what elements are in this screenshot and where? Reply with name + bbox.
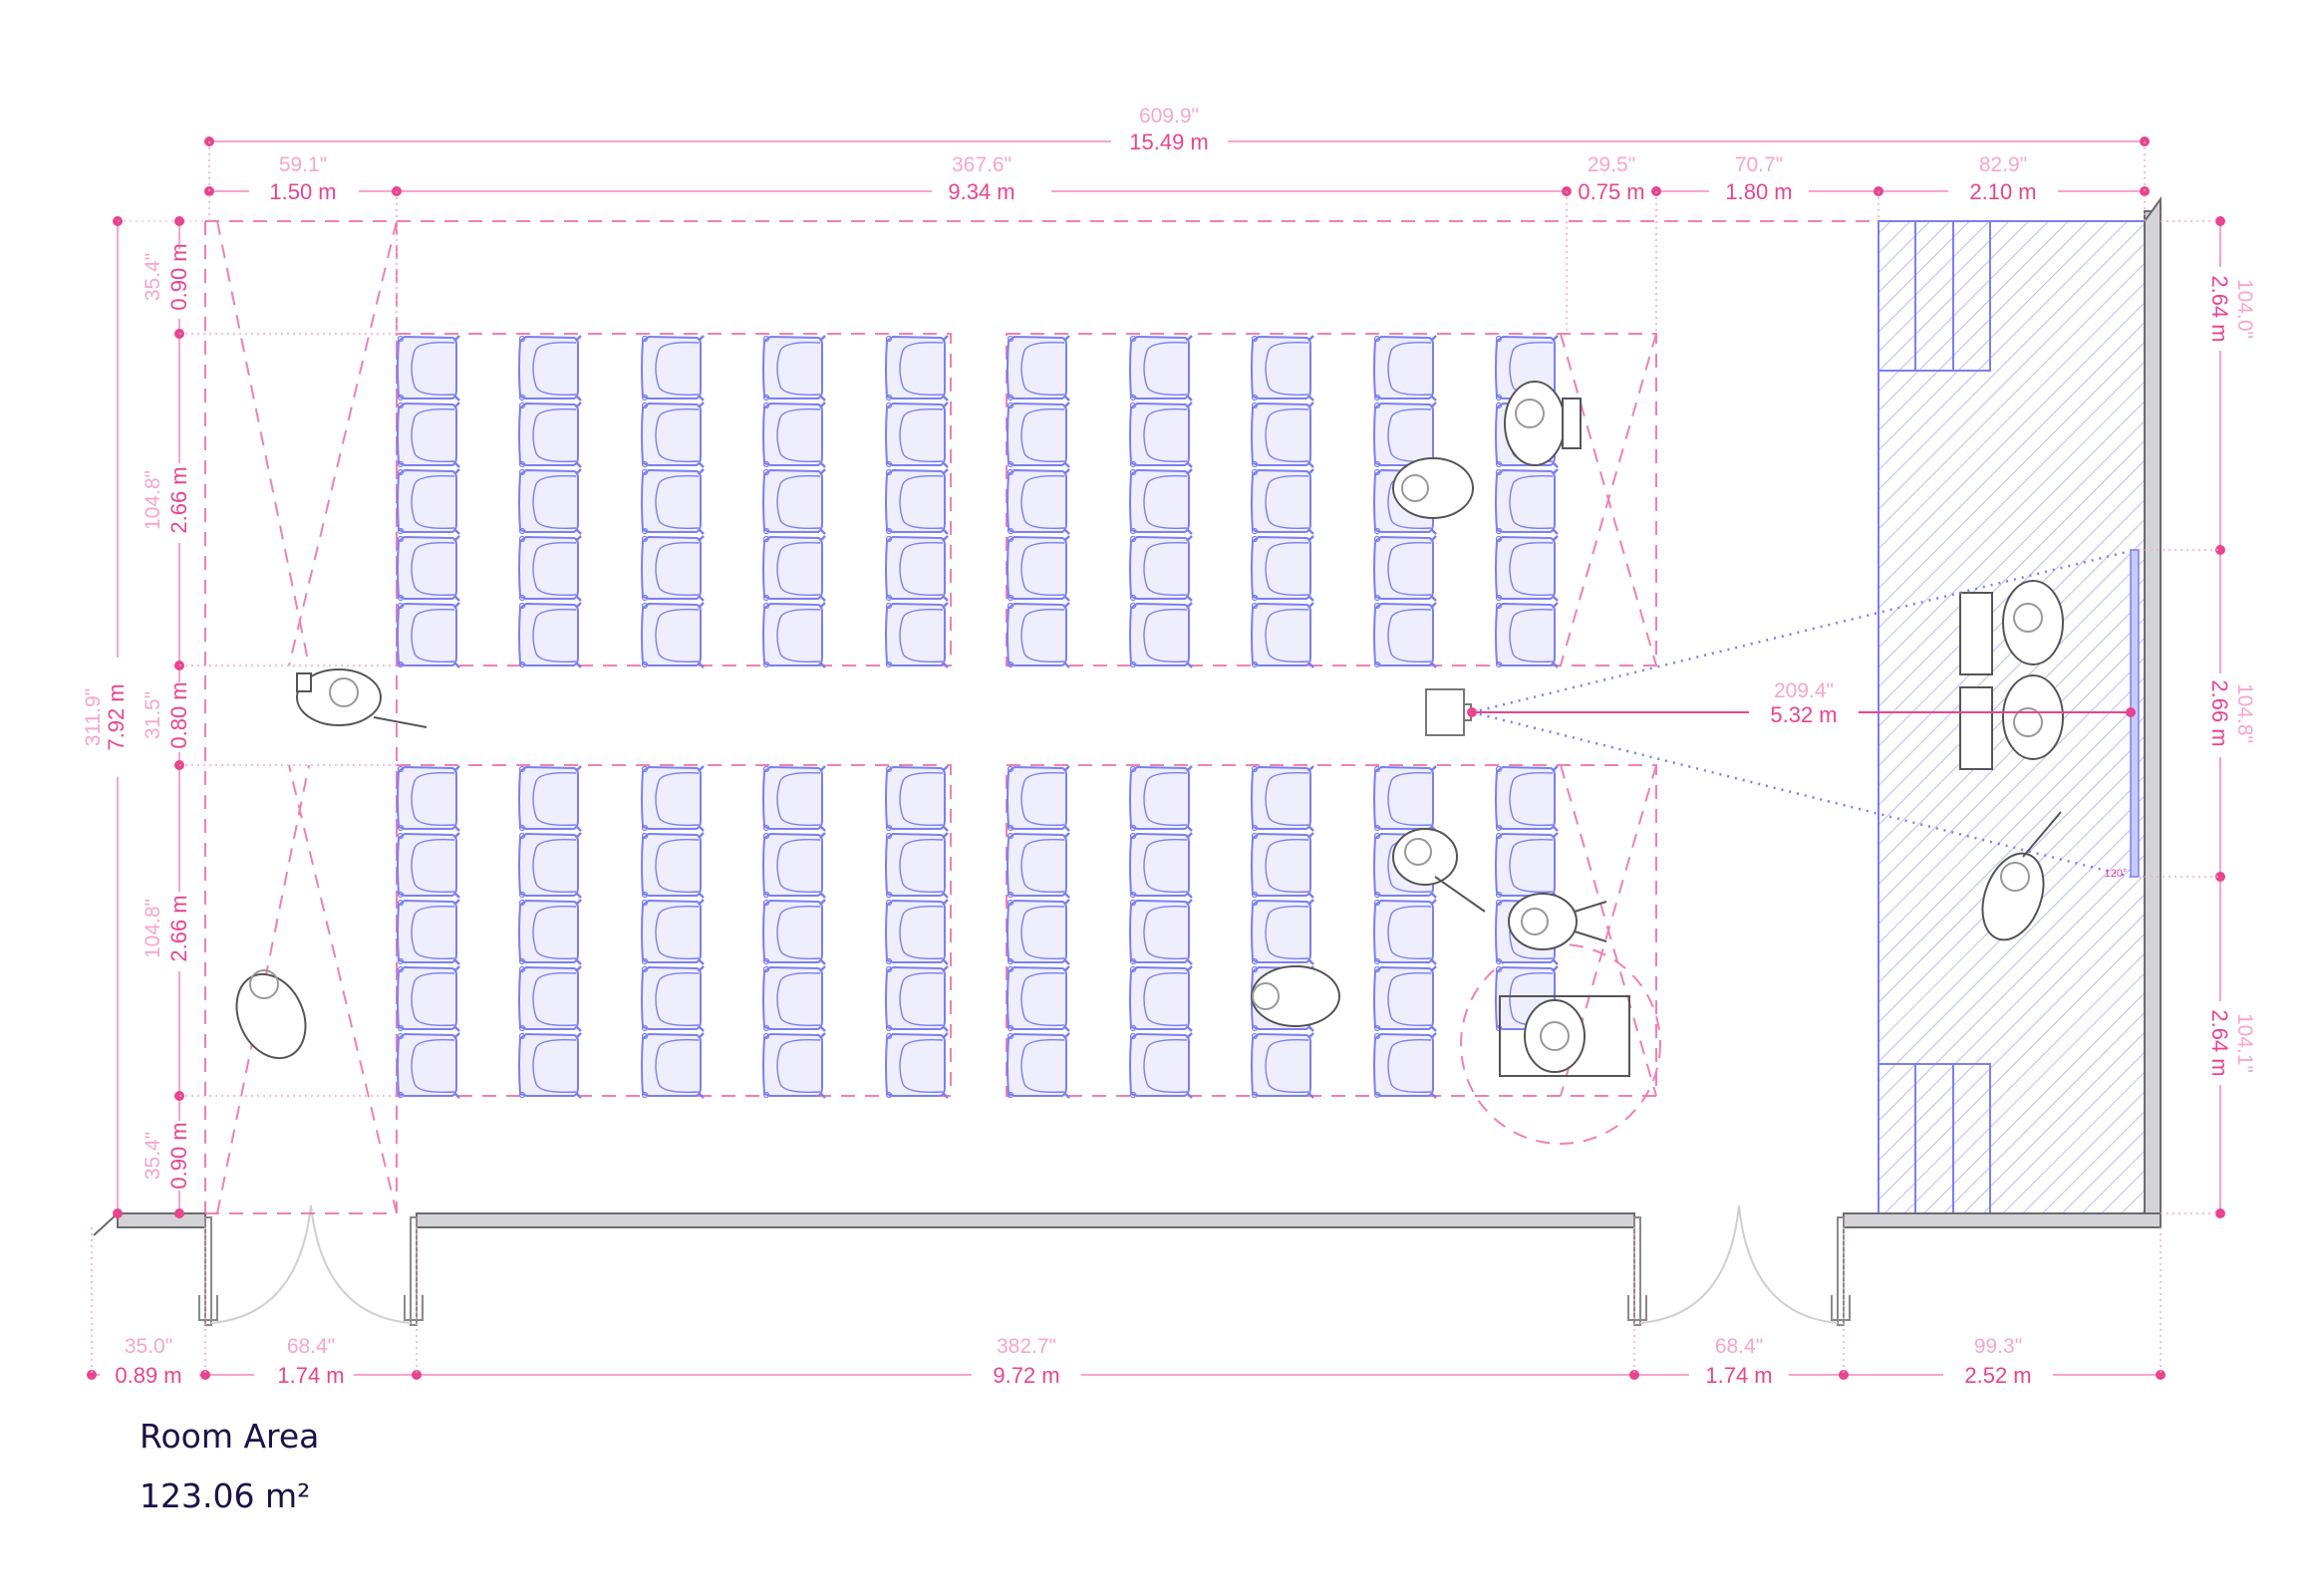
- top-seg-1-imperial: 59.1": [279, 153, 327, 176]
- top-seg-2-imperial: 367.6": [952, 153, 1012, 176]
- person-seated-crosslegged: [1508, 893, 1607, 950]
- bottom-seg-2-metric: 1.74 m: [277, 1363, 344, 1388]
- projection-angle: 120°: [2105, 868, 2128, 880]
- dimension-left-total: 311.9" 7.92 m: [82, 216, 205, 1218]
- bottom-seg-5-imperial: 99.3": [1974, 1335, 2022, 1358]
- presenter-desk-top: [1959, 580, 2064, 675]
- right-seg-3-imperial: 104.1": [2233, 1013, 2256, 1073]
- left-seg-5-metric: 0.90 m: [166, 1122, 191, 1189]
- presenter-desk-bottom: [1959, 674, 2064, 770]
- left-total-metric: 7.92 m: [104, 683, 129, 750]
- dimension-right-segments: 2.64 m 104.0" 2.66 m 104.8" 2.64 m 104.1…: [2139, 216, 2264, 1218]
- left-seg-4-imperial: 104.8": [142, 899, 164, 958]
- projection-distance-imperial: 209.4": [1774, 679, 1834, 702]
- dimension-top-segments: 59.1" 1.50 m 367.6" 9.34 m 29.5" 0.75 m …: [204, 141, 2150, 334]
- top-seg-4-metric: 1.80 m: [1725, 179, 1792, 204]
- person-wheelchair: [1499, 995, 1630, 1077]
- seating-block-top: [396, 334, 1560, 669]
- bottom-seg-1-imperial: 35.0": [125, 1335, 172, 1358]
- person-walking-left: [235, 969, 307, 1060]
- left-seg-3-metric: 0.80 m: [166, 681, 191, 748]
- top-seg-3-imperial: 29.5": [1588, 153, 1635, 176]
- right-seg-1-metric: 2.64 m: [2207, 275, 2232, 342]
- bottom-seg-1-metric: 0.89 m: [115, 1363, 181, 1388]
- people-figures: [235, 381, 2064, 1077]
- person-seated-laptop: [1504, 381, 1582, 466]
- dimension-left-segments: 35.4" 0.90 m 104.8" 2.66 m 31.5" 0.80 m …: [142, 216, 397, 1218]
- bottom-seg-4-metric: 1.74 m: [1705, 1363, 1772, 1388]
- dimension-bottom-segments: 35.0" 0.89 m 68.4" 1.74 m 382.7" 9.72 m …: [87, 1227, 2166, 1389]
- projection-distance-metric: 5.32 m: [1770, 702, 1837, 727]
- left-seg-4-metric: 2.66 m: [166, 895, 191, 961]
- top-total-imperial: 609.9": [1139, 105, 1199, 128]
- left-seg-2-metric: 2.66 m: [166, 466, 191, 533]
- right-seg-3-metric: 2.64 m: [2207, 1009, 2232, 1076]
- wheelchair-turning-circle: [1460, 943, 1661, 1145]
- right-seg-2-metric: 2.66 m: [2207, 679, 2232, 746]
- stage-steps-top: [1878, 220, 1991, 372]
- top-total-metric: 15.49 m: [1129, 130, 1209, 154]
- person-seated-reading: [1251, 965, 1340, 1027]
- door-left: [198, 1204, 424, 1326]
- left-seg-3-imperial: 31.5": [142, 691, 164, 739]
- bottom-seg-3-imperial: 382.7": [997, 1335, 1056, 1358]
- left-seg-1-imperial: 35.4": [142, 253, 164, 301]
- projector: 209.4" 5.32 m 120°: [1425, 549, 2136, 880]
- left-seg-2-imperial: 104.8": [142, 470, 164, 530]
- top-seg-1-metric: 1.50 m: [269, 179, 336, 204]
- top-seg-4-imperial: 70.7": [1735, 153, 1783, 176]
- dimension-top-total: 609.9" 15.49 m: [204, 105, 2150, 154]
- person-walking-row: [1392, 457, 1474, 519]
- top-seg-5-metric: 2.10 m: [1969, 179, 2036, 204]
- right-seg-1-imperial: 104.0": [2233, 279, 2256, 339]
- clearance-zones: [204, 220, 1878, 1214]
- presenter-standing: [1981, 811, 2062, 941]
- person-walking-aisle: [296, 668, 428, 728]
- door-right: [1627, 1204, 1851, 1326]
- right-seg-2-imperial: 104.8": [2233, 683, 2256, 743]
- left-seg-1-metric: 0.90 m: [166, 243, 191, 310]
- left-total-imperial: 311.9": [82, 688, 105, 746]
- person-pointing: [1392, 828, 1486, 913]
- room-area-value: 123.06 m²: [140, 1476, 311, 1515]
- top-seg-3-metric: 0.75 m: [1578, 179, 1644, 204]
- bottom-seg-2-imperial: 68.4": [287, 1335, 335, 1358]
- room-area-label: Room Area: [140, 1417, 320, 1456]
- top-seg-5-imperial: 82.9": [1979, 153, 2027, 176]
- seating-block-bottom: [396, 764, 1560, 1100]
- bottom-seg-3-metric: 9.72 m: [993, 1363, 1059, 1388]
- walls: [93, 195, 2162, 1236]
- bottom-seg-5-metric: 2.52 m: [1964, 1363, 2031, 1388]
- top-seg-2-metric: 9.34 m: [948, 179, 1014, 204]
- bottom-seg-4-imperial: 68.4": [1715, 1335, 1763, 1358]
- left-seg-5-imperial: 35.4": [142, 1132, 164, 1180]
